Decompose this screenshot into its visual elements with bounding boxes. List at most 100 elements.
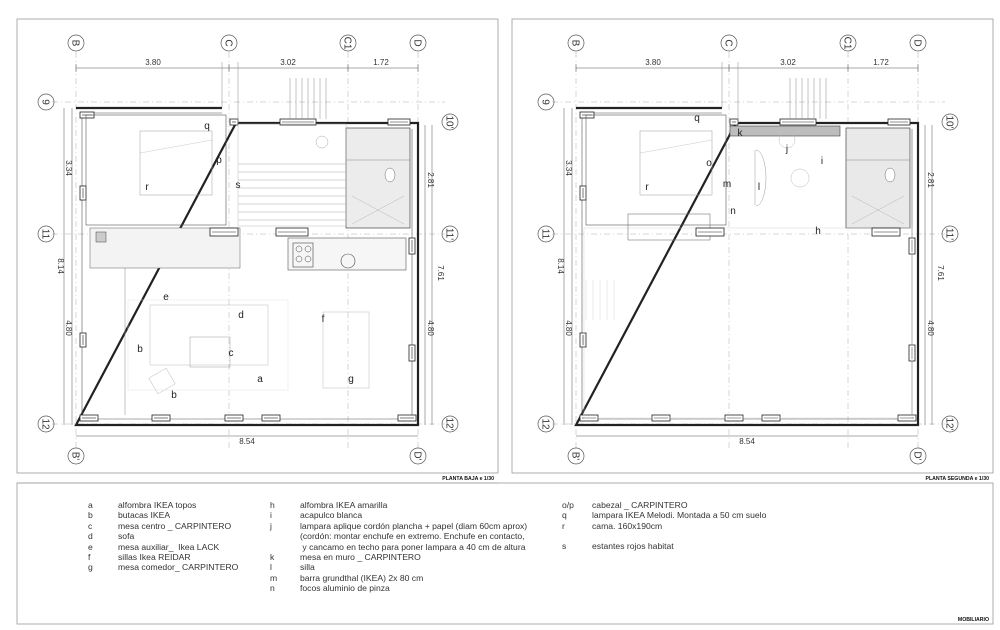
furniture-key-label: r — [145, 182, 149, 193]
sink — [340, 253, 356, 269]
furniture-key-label: i — [821, 156, 823, 167]
grid-bubble-bottom-0: B' — [67, 447, 85, 465]
grid-bubble-right-2: 12' — [441, 415, 459, 433]
dim-top-1: 3.02 — [780, 58, 796, 67]
legend-item: f sillas Ikea REIDAR — [88, 552, 238, 562]
furniture-key-label: g — [348, 374, 354, 385]
grid-bubble-bottom-0-label: B' — [570, 452, 581, 461]
legend-key: c — [88, 520, 93, 531]
furniture-key-label: l — [758, 182, 760, 193]
legend-description: alfombra IKEA topos — [118, 500, 197, 510]
legend-description: estantes rojos habitat — [592, 541, 674, 552]
legend-key — [562, 531, 592, 541]
frame-second-floor — [511, 18, 994, 474]
furniture-key-label: p — [216, 155, 222, 166]
coffee-table — [189, 336, 231, 368]
grid-bubble-top-0-label: B — [70, 40, 81, 47]
dim-top-1: 3.02 — [280, 58, 296, 67]
furniture-key-label: f — [322, 314, 325, 325]
grid-bubble-left-1-label: 11 — [540, 229, 551, 240]
toilet — [384, 167, 396, 183]
dim-right-2: 4.80 — [426, 320, 435, 336]
grid-bubble-right-1-label: 11' — [944, 228, 955, 240]
grid-bubble-left-0: 9 — [537, 93, 555, 111]
grid-bubble-bottom-1: D' — [409, 447, 427, 465]
grid-bubble-top-2: C1 — [839, 34, 857, 52]
furniture-key-label: k — [738, 128, 744, 139]
legend-description: lampara aplique cordón plancha + papel (… — [300, 520, 528, 552]
armchair — [148, 367, 176, 395]
legend-item: e mesa auxiliar_ Ikea LACK — [88, 542, 238, 552]
bathroom — [345, 127, 411, 229]
dim-left-1: 8.14 — [56, 258, 65, 274]
plan-title-ground: PLANTA BAJA e 1/30 — [442, 476, 494, 482]
grid-bubble-top-1-label: C — [723, 39, 734, 46]
dim-right-2: 4.80 — [926, 320, 935, 336]
legend-key: i — [270, 510, 272, 521]
legend-key: n — [270, 583, 275, 594]
legend-key: b — [88, 510, 93, 521]
legend-description: silla — [300, 562, 315, 573]
legend-description: mesa comedor_ CARPINTERO — [118, 562, 239, 573]
grid-bubble-right-1: 11' — [441, 225, 459, 243]
dim-bottom: 8.54 — [239, 437, 255, 446]
bed — [139, 130, 213, 196]
legend-key: d — [88, 531, 93, 542]
legend-description: cama. 160x190cm — [592, 520, 663, 531]
grid-bubble-top-2: C1 — [339, 34, 357, 52]
furniture-key-label: r — [645, 182, 649, 193]
grid-bubble-top-2-label: C1 — [342, 37, 353, 50]
exterior-wall — [574, 106, 920, 427]
grid-bubble-top-3: D — [409, 34, 427, 52]
grid-bubble-right-2: 12' — [941, 415, 959, 433]
exterior-wall — [74, 106, 420, 427]
grid-bubble-right-0-label: 10' — [444, 115, 455, 128]
dim-right-1: 7.61 — [436, 265, 445, 281]
legend-description: sillas Ikea REIDAR — [118, 552, 191, 563]
legend-key: q — [562, 510, 567, 521]
legend-description: mesa en muro _ CARPINTERO — [300, 552, 421, 563]
legend-description: mesa centro _ CARPINTERO — [118, 520, 232, 531]
bed — [639, 130, 713, 196]
plan-title-second: PLANTA SEGUNDA e 1/30 — [925, 476, 989, 482]
dim-bottom: 8.54 — [739, 437, 755, 446]
legend-description: alfombra IKEA amarilla — [300, 500, 388, 510]
frame-ground-floor — [16, 18, 499, 474]
grid-bubble-bottom-0: B' — [567, 447, 585, 465]
grid-bubble-left-0: 9 — [37, 93, 55, 111]
legend-description: mesa auxiliar_ Ikea LACK — [118, 541, 220, 552]
grid-bubble-top-3-label: D — [412, 39, 423, 46]
grid-bubble-left-1: 11 — [37, 225, 55, 243]
legend-key: e — [88, 541, 93, 552]
grid-bubble-right-2-label: 12' — [944, 417, 955, 430]
grid-bubble-top-0: B — [567, 34, 585, 52]
legend-description: lampara IKEA Melodi. Montada a 50 cm sue… — [592, 510, 767, 521]
furniture-key-label: e — [163, 292, 169, 303]
grid-bubble-right-2-label: 12' — [444, 417, 455, 430]
legend-item: c mesa centro _ CARPINTERO — [88, 521, 238, 531]
dim-top-0: 3.80 — [645, 58, 661, 67]
grid-bubble-left-1: 11 — [537, 225, 555, 243]
dim-right-0: 2.81 — [426, 172, 435, 188]
toilet — [884, 167, 896, 183]
legend-description: cabezal _ CARPINTERO — [592, 500, 688, 510]
legend-key: f — [88, 552, 91, 563]
grid-bubble-left-2-label: 12 — [540, 418, 551, 430]
furniture-key-label: j — [785, 144, 788, 155]
grid-bubble-bottom-1-label: D' — [912, 451, 923, 460]
bedroom-wall — [85, 114, 227, 226]
furniture-key-label: o — [706, 158, 712, 169]
furniture-key-label: q — [694, 113, 700, 124]
cooktop — [292, 242, 314, 268]
grid-bubble-left-2: 12 — [37, 415, 55, 433]
grid-bubble-bottom-1-label: D' — [412, 451, 423, 460]
pendant-lamp — [778, 131, 796, 149]
